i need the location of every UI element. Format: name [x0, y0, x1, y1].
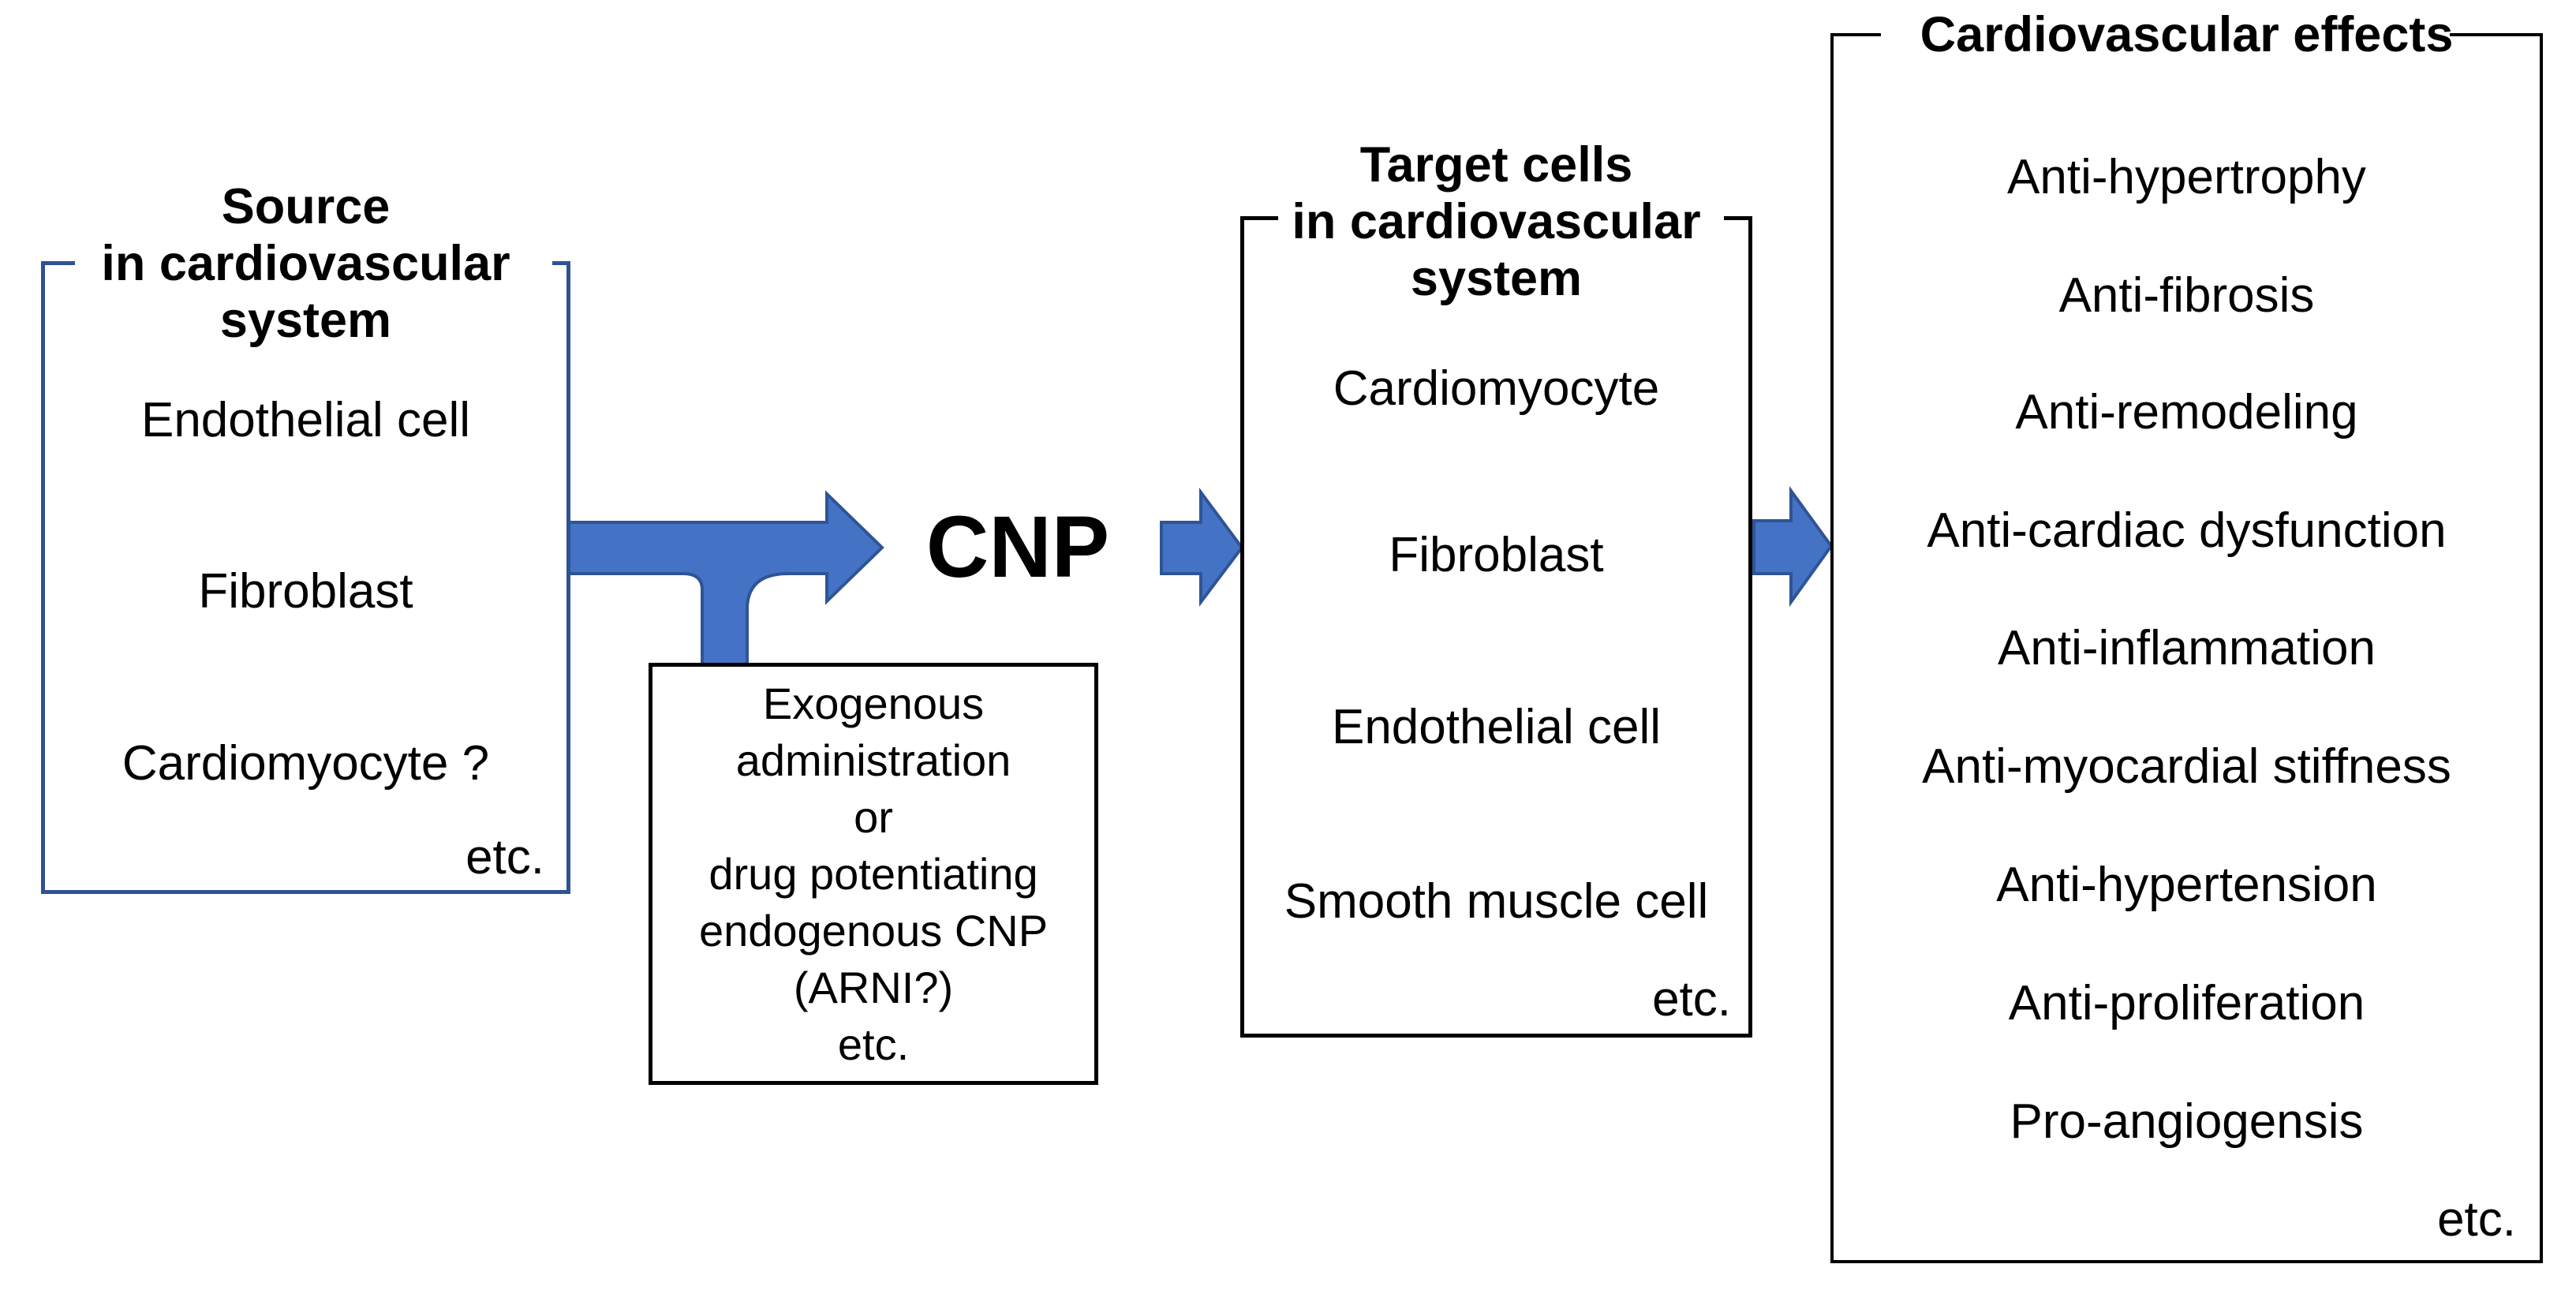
target-item: Endothelial cell	[1331, 700, 1662, 754]
effect-item: Anti-hypertension	[1996, 858, 2377, 912]
target-box-title-line: in cardiovascular	[1292, 194, 1701, 249]
effects-box-border-gap	[1881, 32, 2450, 38]
intervention-line: administration	[735, 735, 1011, 785]
source-box: Source in cardiovascular system Endothel…	[41, 179, 570, 894]
connector-intervention-to-arrow-icon	[683, 568, 788, 666]
target-item: Smooth muscle cell	[1284, 874, 1709, 929]
effects-box-title: Cardiovascular effects	[1920, 7, 2454, 62]
source-item: Cardiomyocyte ?	[122, 736, 490, 791]
effect-item: Anti-inflammation	[1998, 621, 2376, 675]
effects-etc-label: etc.	[2437, 1192, 2516, 1247]
arrow-targets-to-effects-icon	[1752, 485, 1834, 608]
target-etc-label: etc.	[1652, 972, 1731, 1027]
intervention-line: or	[854, 791, 893, 842]
source-item: Fibroblast	[198, 564, 413, 619]
target-box-border-gap	[1278, 215, 1724, 222]
source-box-border-gap	[75, 260, 552, 267]
intervention-line: Exogenous	[762, 678, 985, 728]
effect-item: Anti-remodeling	[2015, 385, 2358, 439]
intervention-box: Exogenous administration or drug potenti…	[649, 663, 1098, 1085]
source-etc-label: etc.	[465, 830, 544, 884]
connector-intervention-outline-icon	[682, 572, 789, 666]
intervention-line: drug potentiating	[708, 848, 1038, 899]
effect-item: Anti-hypertrophy	[2007, 150, 2366, 204]
effect-item: Anti-cardiac dysfunction	[1927, 503, 2447, 558]
target-item: Fibroblast	[1389, 528, 1604, 582]
effect-item: Pro-angiogensis	[2010, 1094, 2364, 1149]
effect-item: Anti-proliferation	[2008, 976, 2365, 1030]
effects-box: Cardiovascular effects Anti-hypertrophy …	[1830, 7, 2543, 1263]
target-item: Cardiomyocyte	[1333, 361, 1660, 416]
intervention-line: etc.	[837, 1019, 910, 1069]
intervention-line: (ARNI?)	[793, 962, 954, 1012]
source-item: Endothelial cell	[140, 393, 471, 447]
target-cells-box: Target cells in cardiovascular system Ca…	[1240, 137, 1752, 1038]
target-box-title-line: Target cells	[1359, 137, 1633, 193]
source-box-title-line: Source	[221, 179, 391, 234]
source-box-title-line: in cardiovascular	[101, 236, 510, 291]
intervention-line: endogenous CNP	[698, 905, 1049, 956]
target-box-title-line: system	[1410, 251, 1583, 306]
effect-item: Anti-fibrosis	[2058, 268, 2315, 323]
cnp-label: CNP	[925, 499, 1110, 596]
arrow-source-to-cnp-icon	[563, 490, 884, 605]
effect-item: Anti-myocardial stiffness	[1922, 739, 2451, 794]
source-box-title: Source in cardiovascular system	[45, 178, 566, 349]
target-box-title: Target cells in cardiovascular system	[1244, 137, 1748, 307]
source-box-title-line: system	[219, 293, 392, 348]
arrow-cnp-to-targets-icon	[1160, 487, 1244, 607]
